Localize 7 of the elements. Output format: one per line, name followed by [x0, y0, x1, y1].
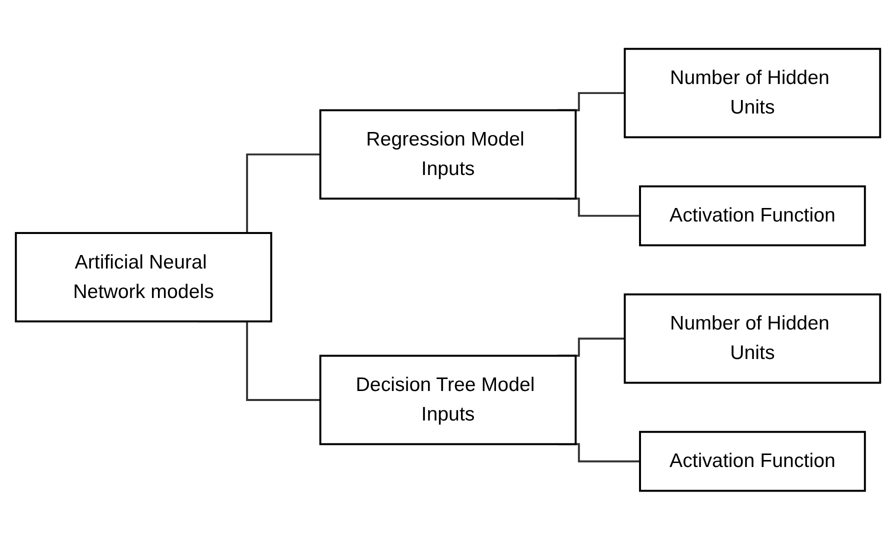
node-box: Decision Tree Model Inputs — [319, 354, 577, 446]
node-box: Activation Function — [639, 431, 866, 492]
node-box: Activation Function — [639, 186, 866, 246]
node-box: Artificial Neural Network models — [14, 232, 272, 323]
node-box: Number of Hidden Units — [624, 294, 882, 384]
node-box: Number of Hidden Units — [624, 48, 882, 138]
node-box: Regression Model Inputs — [319, 109, 577, 200]
